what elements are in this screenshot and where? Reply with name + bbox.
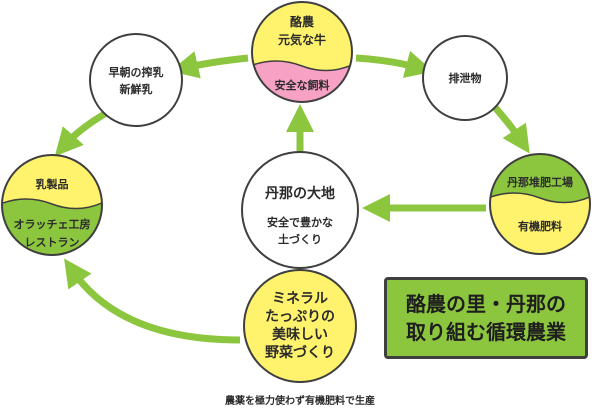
node-dairy-products: 乳製品 オラッチェ工房 レストラン (1, 154, 103, 256)
products-top-label: 乳製品 (36, 177, 69, 191)
compost-fertilizer-label: 有機肥料 (518, 219, 562, 233)
veg-line2: たっぷりの (265, 309, 335, 325)
node-dairy: 酪農 元気な牛 安全な飼料 (251, 1, 353, 103)
land-title: 丹那の大地 (265, 185, 335, 202)
arrow-dairy-to-manure (355, 50, 434, 78)
node-compost: 丹那堆肥工場 有機肥料 (489, 153, 591, 255)
land-line2: 土づくり (278, 232, 322, 246)
land-line1: 安全で豊かな (267, 215, 333, 229)
arrow-manure-to-compost (489, 101, 530, 154)
arrow-veg-to-products (64, 258, 241, 344)
title-box: 酪農の里・丹那の 取り組む循環農業 (384, 277, 588, 359)
veg-line1: ミネラル (272, 291, 328, 307)
arrow-dairy-to-milk (170, 51, 249, 79)
manure-label: 排泄物 (449, 71, 482, 85)
products-restaurant-label: レストラン (25, 236, 80, 249)
title-line1: 酪農の里・丹那の (406, 292, 566, 316)
node-vegetables: ミネラル たっぷりの 美味しい 野菜づくり (243, 269, 357, 383)
dairy-cow-label: 元気な牛 (278, 32, 326, 47)
title-line2: 取り組む循環農業 (406, 320, 566, 344)
products-kobo-label: オラッチェ工房 (14, 217, 91, 231)
dairy-feed-label: 安全な飼料 (275, 78, 330, 92)
node-fresh-milk: 早朝の搾乳 新鮮乳 (89, 33, 183, 127)
arrow-milk-to-products (54, 108, 110, 157)
veg-line4: 野菜づくり (265, 344, 335, 361)
node-manure: 排泄物 (422, 35, 508, 121)
milk-line1: 早朝の搾乳 (109, 65, 164, 79)
dairy-top-label: 酪農 (290, 14, 315, 29)
compost-plant-label: 丹那堆肥工場 (507, 175, 573, 189)
node-land: 丹那の大地 安全で豊かな 土づくり (241, 151, 359, 269)
caption: 農薬を極力使わず有機肥料で生産 (225, 394, 375, 407)
veg-line3: 美味しい (272, 326, 328, 343)
milk-line2: 新鮮乳 (120, 82, 153, 96)
